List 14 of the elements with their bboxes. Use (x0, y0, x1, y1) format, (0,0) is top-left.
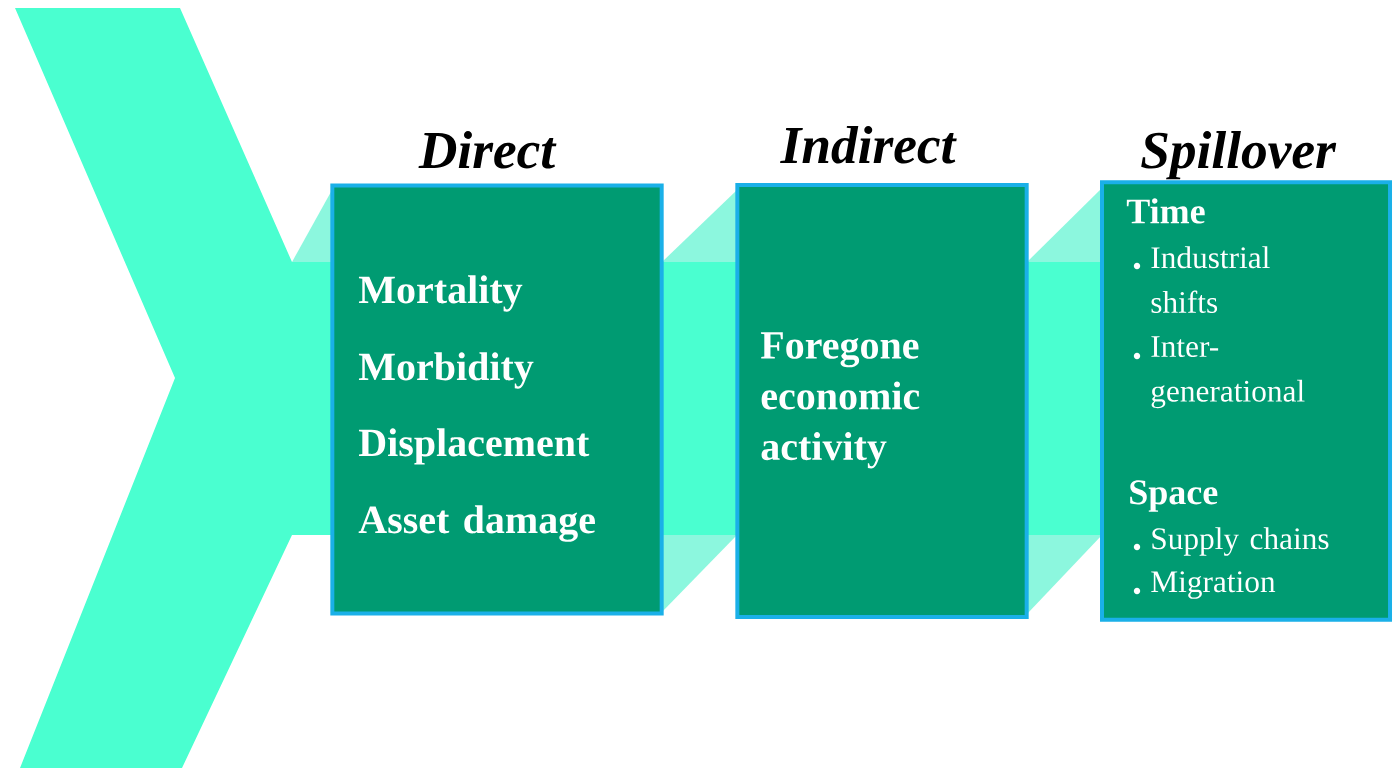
bullet-item: Migration (1151, 571, 1276, 599)
item-text: Foregone economic activity (760, 332, 920, 469)
column-heading: Spillover (1141, 131, 1337, 180)
item-text: Morbidity (358, 352, 534, 389)
item-text: Space (1130, 480, 1218, 512)
column-heading: Indirect (780, 126, 957, 164)
item-text: Mortality (358, 275, 523, 312)
bullet-item: Industrial shifts (1151, 246, 1270, 313)
bullet-item: Supply chains (1152, 527, 1329, 556)
column-heading: Direct (418, 131, 557, 169)
item-text: Asset damage (358, 505, 595, 542)
item-text: Time (1126, 198, 1205, 224)
bullet-item: Inter-generational (1151, 336, 1305, 409)
item-text: Displacement (359, 428, 590, 465)
